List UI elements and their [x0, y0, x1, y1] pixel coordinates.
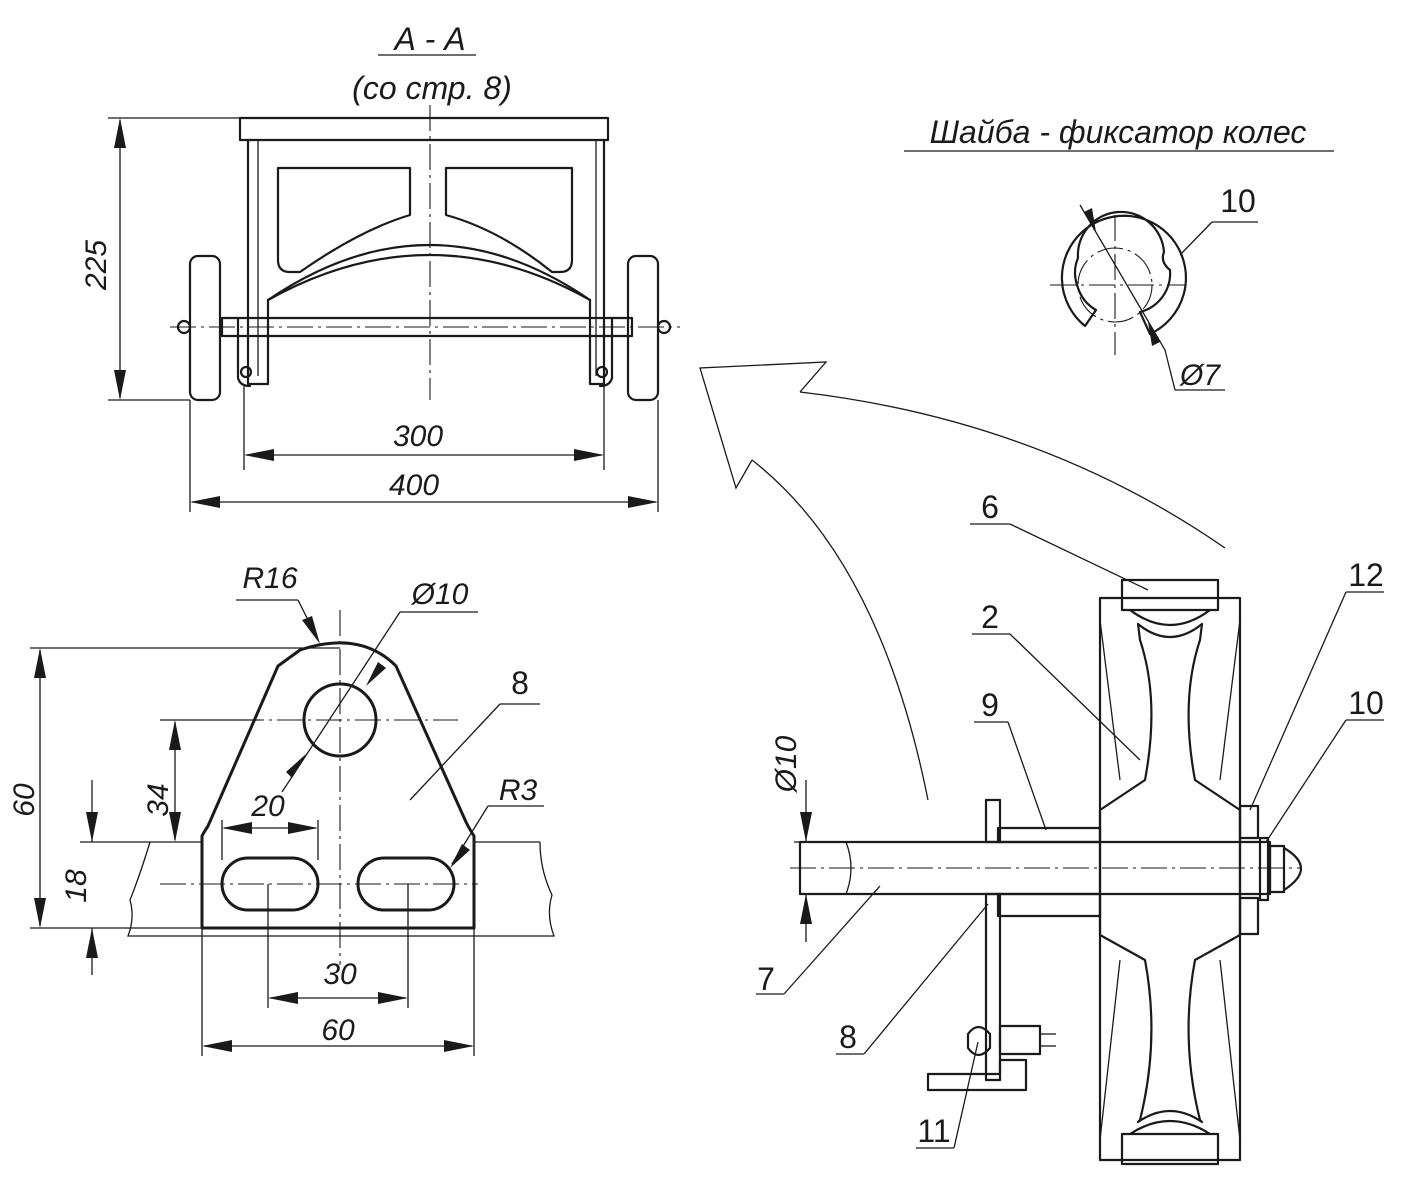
retainer-top	[1238, 804, 1260, 840]
label-12-leader	[1249, 591, 1347, 811]
bracket-plate-top	[984, 798, 1002, 844]
ref-arrow-curve-outer	[751, 459, 929, 801]
cart-frame	[246, 138, 606, 386]
dim-20: 20	[250, 790, 285, 823]
cart-top-plate	[238, 116, 610, 142]
label-bushing: 9	[981, 687, 999, 723]
washer-dim-line	[1079, 204, 1166, 351]
dim-r3: R3	[499, 774, 538, 807]
bracket-foot	[926, 1058, 1028, 1092]
rim-top	[1128, 608, 1212, 627]
frame-inner-lines	[257, 140, 597, 376]
dim-300: 300	[393, 420, 443, 453]
bushing-top	[996, 826, 1102, 844]
label-11-leader	[953, 1041, 979, 1149]
wheel-assembly: Ø10 6 2 9 12 10 7 8 11	[756, 489, 1384, 1166]
dim-60-horizontal: 60	[321, 1014, 355, 1047]
section-subtitle: (со стр. 8)	[352, 70, 512, 106]
axle-nut-left	[176, 319, 192, 335]
label-8-leader	[863, 903, 989, 1055]
section-title: А - А	[392, 21, 465, 57]
mounting-plate-break	[127, 841, 555, 937]
frame-window-right	[444, 166, 574, 274]
cap-nut-dome	[1282, 846, 1302, 892]
dim-60-vertical: 60	[8, 783, 41, 817]
bracket-detail: R16 Ø10 8 R3 60 34 18	[8, 562, 555, 1056]
bolt-head	[966, 1025, 992, 1057]
ref-arrow-head	[699, 361, 828, 490]
axle-brackets	[236, 316, 614, 388]
axle-diameter: Ø10	[770, 735, 803, 793]
hub-spoke-lines	[1099, 619, 1241, 1141]
washer-dim-leader	[1164, 349, 1176, 391]
bracket-bolt-left	[239, 365, 253, 379]
label-10-leader	[1265, 719, 1347, 843]
washer-dim-diameter: Ø7	[1179, 359, 1221, 392]
frame-window-left	[276, 166, 412, 274]
ref-arrow-curve-inner	[799, 391, 1226, 549]
washer-shape	[1060, 210, 1188, 336]
dim-34: 34	[142, 783, 175, 816]
axle-nut-right	[656, 319, 672, 335]
wheel-outline	[1098, 596, 1242, 1162]
label-bolt: 11	[917, 1113, 950, 1149]
washer-part-label: 10	[1220, 183, 1256, 219]
bracket-part-label: 8	[511, 665, 529, 701]
dim-30: 30	[323, 958, 357, 991]
washer-detail: Шайба - фиксатор колес Ø7 10	[904, 114, 1334, 392]
bracket-outline	[200, 641, 476, 930]
label-2-leader	[1009, 633, 1141, 761]
washer-label-leader	[1179, 221, 1213, 256]
wheel-left	[188, 254, 222, 402]
bracket-plate-bottom	[984, 892, 1002, 1082]
wheel-hub	[1098, 622, 1242, 1124]
dim-225: 225	[80, 240, 113, 291]
d10-leader	[281, 611, 401, 793]
lock-washer	[1258, 836, 1270, 902]
label-hub: 2	[981, 599, 999, 635]
washer-title: Шайба - фиксатор колес	[930, 114, 1307, 150]
section-view-a-a: А - А (со стр. 8) 225	[80, 21, 680, 512]
tire-bottom	[1120, 1132, 1220, 1166]
bracket-bolt-right	[595, 365, 609, 379]
label-9-leader	[1007, 721, 1047, 831]
bushing-bottom	[996, 892, 1102, 918]
label-retainer: 12	[1348, 557, 1384, 593]
bracket-label-leader	[409, 703, 501, 801]
label-6-leader	[1009, 523, 1149, 591]
cap-nut-base	[1268, 844, 1286, 894]
label-7-leader	[783, 885, 881, 995]
label-tire: 6	[981, 489, 999, 525]
dim-400: 400	[389, 469, 439, 502]
reference-arrow	[699, 361, 1226, 801]
bolt-nut	[998, 1024, 1042, 1056]
label-bracket: 8	[839, 1019, 857, 1055]
label-axle: 7	[757, 961, 775, 997]
dim-18: 18	[60, 869, 93, 903]
dim-r16: R16	[242, 562, 297, 595]
rim-bottom	[1128, 1119, 1212, 1136]
retainer-bottom	[1238, 896, 1260, 936]
tire-top	[1120, 578, 1220, 612]
label-washer: 10	[1348, 685, 1384, 721]
dim-d10: Ø10	[411, 578, 469, 611]
